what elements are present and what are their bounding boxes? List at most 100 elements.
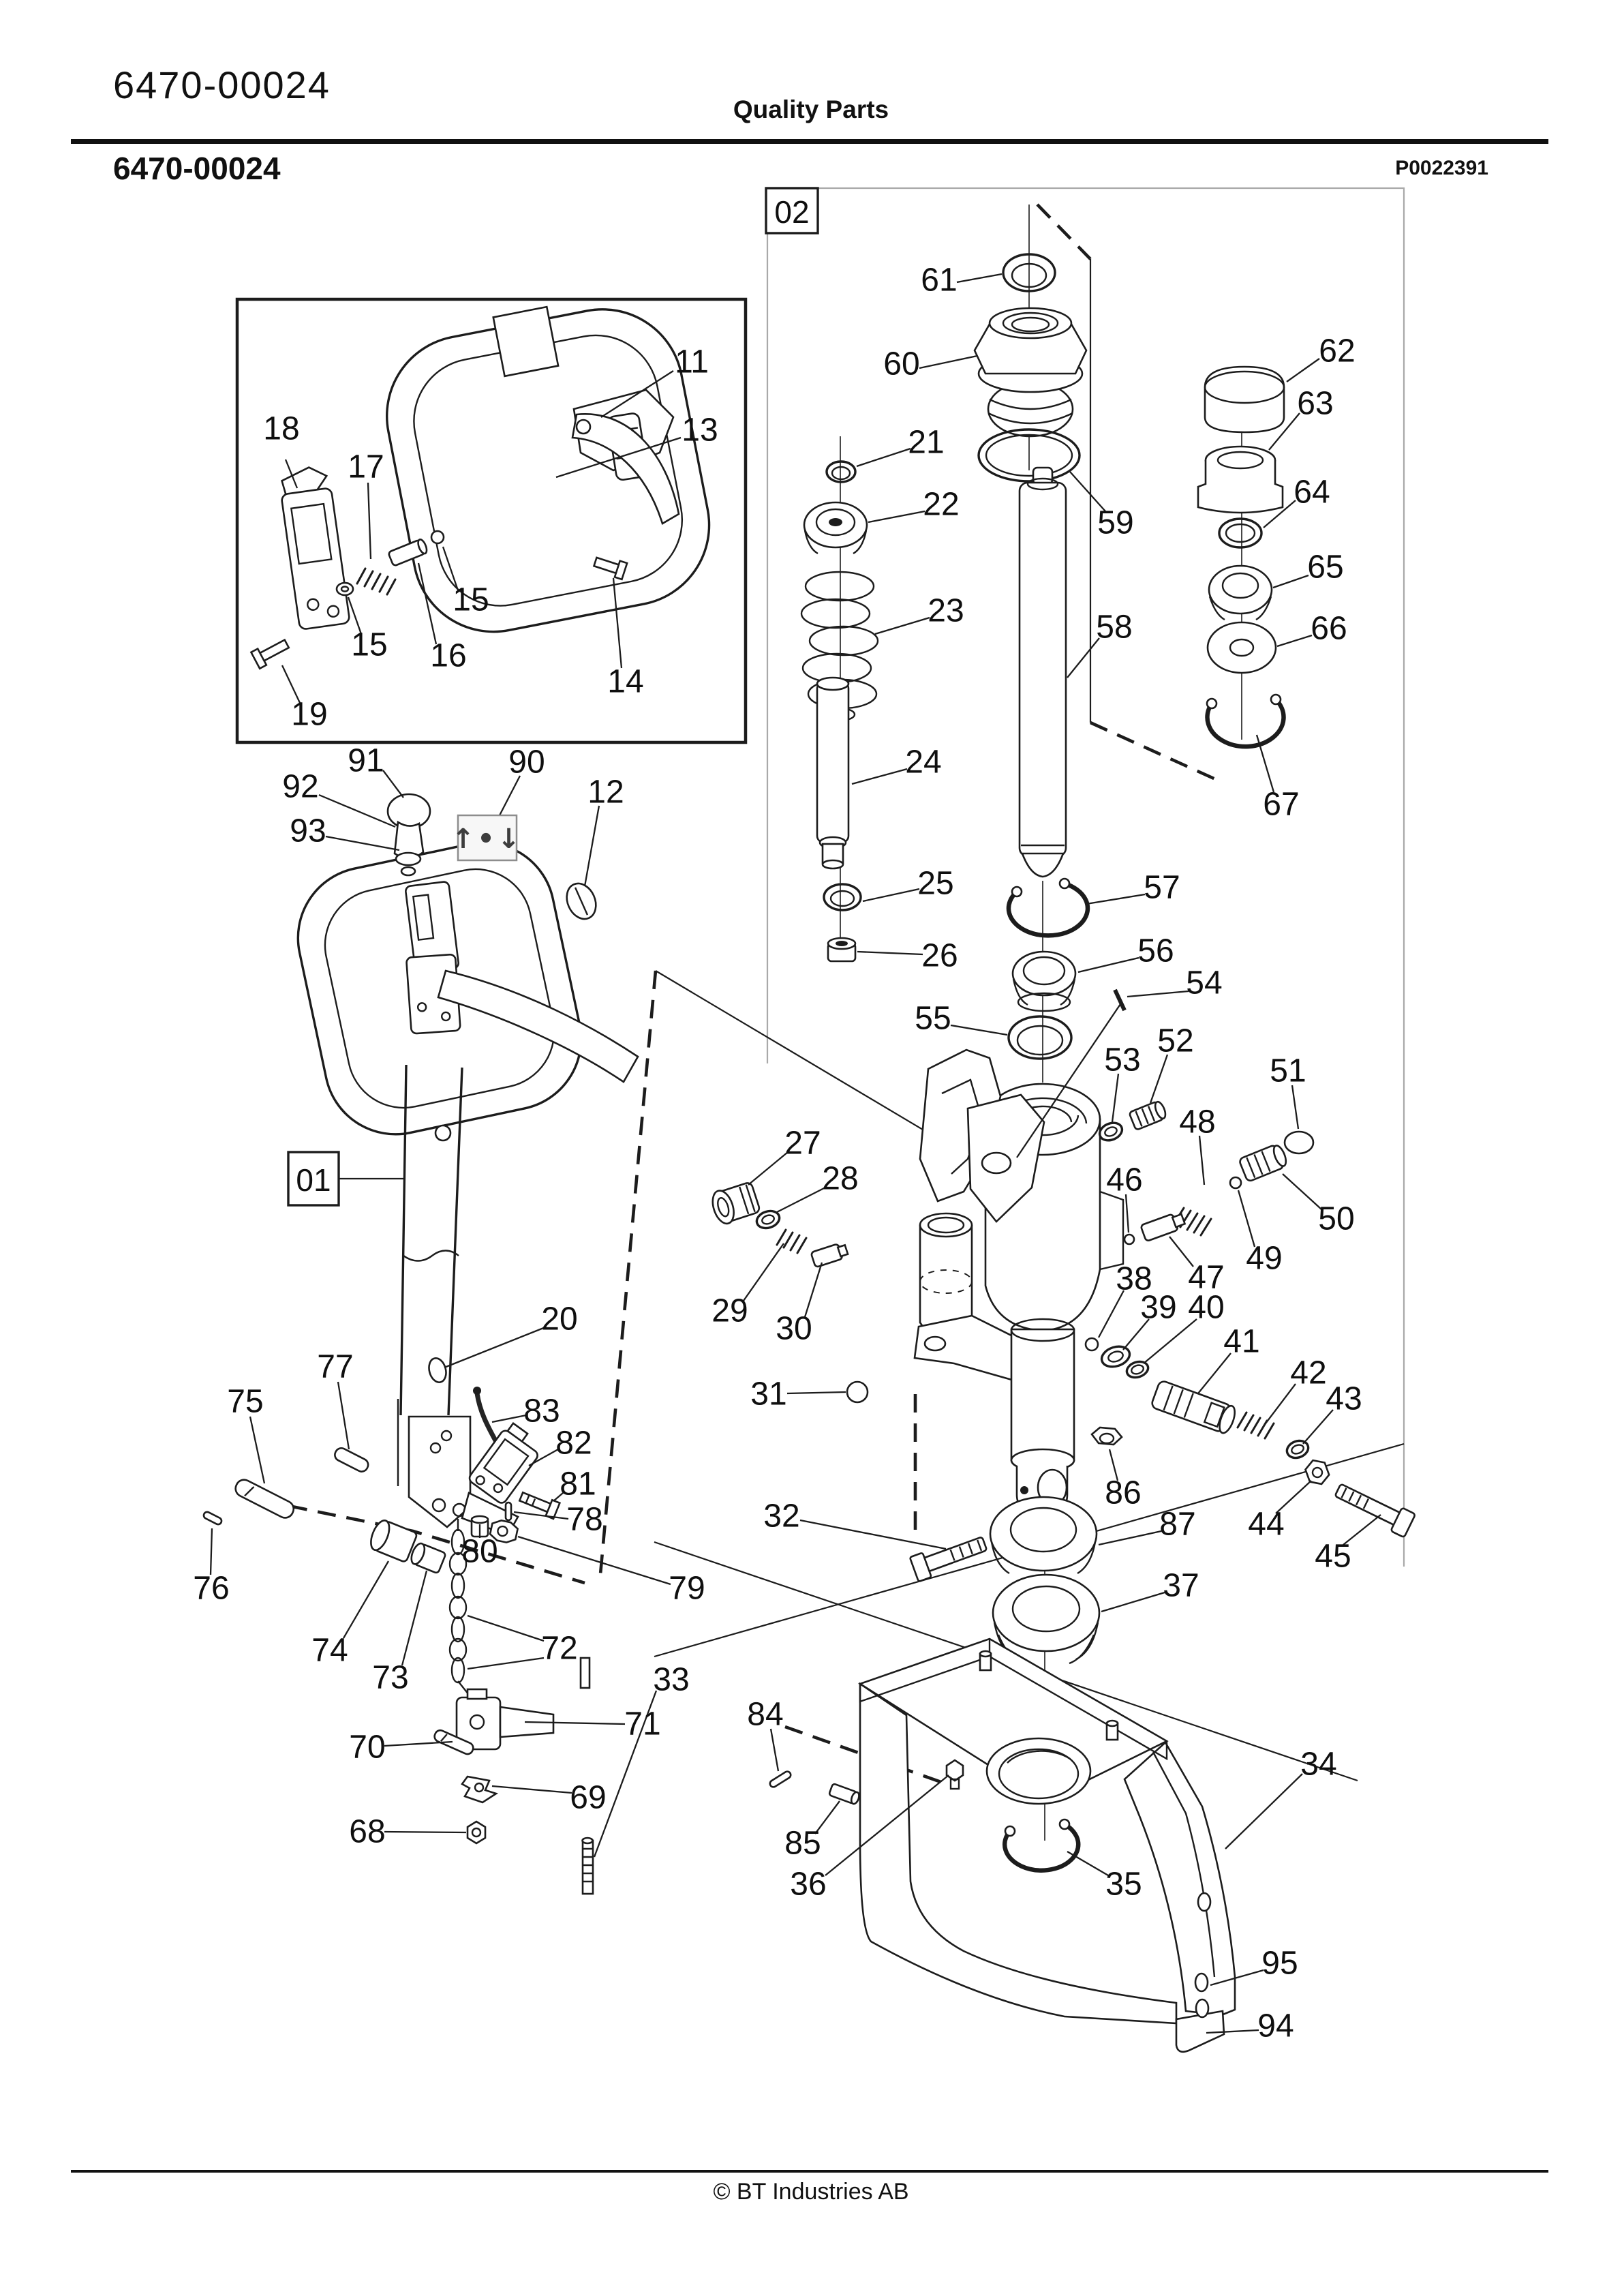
ring-25 — [823, 883, 862, 911]
leader-line-19 — [281, 665, 301, 704]
snap-ring-67 — [1205, 697, 1286, 749]
lift-lower-arrows-icon — [457, 814, 518, 862]
pin-77 — [334, 1447, 369, 1472]
leader-line-33 — [593, 1690, 658, 1858]
spring-29 — [776, 1228, 808, 1254]
leader-line-54 — [1127, 990, 1189, 998]
part-callout-16: 16 — [430, 638, 466, 674]
snap-ring-57 — [1006, 881, 1090, 938]
leader-line-72 — [467, 1657, 545, 1670]
leader-line-45 — [1343, 1514, 1381, 1545]
part-callout-84: 84 — [747, 1697, 783, 1733]
leader-line-12 — [583, 805, 600, 887]
roller-73 — [410, 1542, 446, 1574]
part-callout-86: 86 — [1105, 1475, 1141, 1511]
leader-line-21 — [856, 447, 911, 468]
part-callout-28: 28 — [822, 1161, 858, 1197]
nut-44 — [1304, 1459, 1330, 1485]
inset-frame — [235, 297, 748, 744]
link-parts — [202, 1387, 594, 1895]
part-callout-62: 62 — [1319, 333, 1355, 369]
washer-28 — [755, 1209, 781, 1230]
leader-line-30 — [804, 1262, 823, 1318]
leader-line-65 — [1272, 574, 1309, 589]
part-callout-33: 33 — [653, 1662, 689, 1698]
part-callout-29: 29 — [711, 1293, 748, 1329]
part-callout-32: 32 — [763, 1498, 799, 1535]
leader-line-16 — [417, 562, 438, 645]
roller-74 — [370, 1520, 418, 1562]
oring-43 — [1285, 1439, 1310, 1460]
leader-line-82 — [528, 1448, 559, 1467]
leader-line-73 — [401, 1570, 428, 1666]
leader-line-62 — [1286, 358, 1320, 382]
part-callout-19: 19 — [291, 697, 327, 733]
part-callout-30: 30 — [776, 1311, 812, 1347]
part-callout-42: 42 — [1290, 1355, 1326, 1391]
leader-line-92 — [318, 794, 396, 828]
fork-right-arm — [1123, 1740, 1236, 2016]
part-callout-77: 77 — [317, 1349, 353, 1385]
plate-code: P0022391 — [1395, 157, 1488, 179]
part-callout-21: 21 — [908, 425, 944, 461]
part-callout-41: 41 — [1223, 1324, 1259, 1360]
leader-line-20 — [444, 1326, 546, 1369]
screw-14 — [592, 556, 628, 581]
knob-base-93 — [400, 866, 416, 877]
fitting-47 — [1140, 1213, 1187, 1241]
shaft-bracket — [408, 1415, 472, 1528]
part-callout-61: 61 — [921, 262, 957, 299]
clip-69 — [461, 1775, 499, 1804]
screw-19 — [249, 638, 290, 670]
part-callout-18: 18 — [263, 411, 299, 447]
pump-body — [913, 1048, 1124, 1512]
part-callout-82: 82 — [555, 1425, 592, 1462]
part-callout-36: 36 — [790, 1867, 826, 1903]
part-callout-78: 78 — [566, 1502, 602, 1538]
plug-12 — [566, 882, 597, 920]
pin-75 — [234, 1479, 295, 1519]
part-callout-80: 80 — [461, 1534, 498, 1570]
part-callout-39: 39 — [1140, 1290, 1176, 1326]
leader-line-23 — [874, 616, 930, 635]
leader-line-64 — [1263, 500, 1296, 528]
part-callout-91: 91 — [348, 743, 384, 779]
fitting-79 — [489, 1519, 519, 1543]
oring-40 — [1125, 1360, 1150, 1379]
bearing-65 — [1208, 564, 1273, 621]
leader-line-84 — [769, 1728, 780, 1772]
fitting-30 — [810, 1243, 849, 1268]
leader-line-58 — [1067, 637, 1100, 678]
part-callout-49: 49 — [1246, 1241, 1282, 1277]
part-callout-59: 59 — [1097, 505, 1133, 541]
part-callout-15: 15 — [453, 582, 489, 618]
part-callout-43: 43 — [1326, 1381, 1362, 1417]
leader-line-22 — [868, 510, 925, 524]
bushing-26 — [827, 937, 857, 963]
part-callout-22: 22 — [923, 487, 959, 523]
part-callout-14: 14 — [607, 664, 643, 700]
cable-83 — [474, 1393, 502, 1448]
section-label-01: 01 — [296, 1162, 331, 1198]
ring-55 — [1007, 1015, 1073, 1060]
part-callout-71: 71 — [624, 1706, 660, 1742]
leader-line-11 — [600, 370, 674, 418]
tiller-arm-shaft — [399, 1064, 463, 1416]
ball-46 — [1123, 1233, 1135, 1245]
disc-51 — [1283, 1130, 1315, 1155]
inset-handle-assembly — [249, 305, 711, 670]
leader-line-51 — [1291, 1085, 1300, 1130]
cup-56 — [1011, 950, 1077, 1012]
part-callout-74: 74 — [311, 1633, 348, 1669]
leader-line-70 — [384, 1740, 453, 1747]
part-callout-51: 51 — [1270, 1053, 1306, 1089]
part-callout-45: 45 — [1315, 1539, 1351, 1575]
latch-lever-13 — [571, 413, 680, 525]
part-callout-52: 52 — [1157, 1023, 1193, 1059]
leader-line-25 — [862, 888, 920, 903]
leader-line-61 — [956, 273, 1003, 284]
part-callout-92: 92 — [282, 769, 318, 805]
nut-68 — [466, 1820, 487, 1845]
part-callout-70: 70 — [349, 1729, 385, 1766]
washer-53 — [1098, 1121, 1124, 1142]
